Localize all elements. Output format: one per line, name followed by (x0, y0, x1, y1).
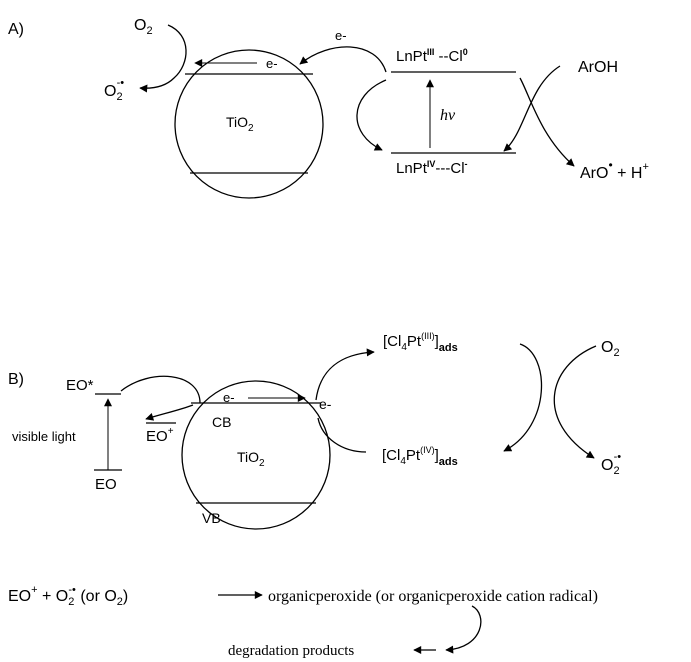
pt4-complex-label-a: LnPtIV---Cl- (396, 159, 468, 177)
superoxide-label-a: O2-• (104, 77, 124, 103)
aro-product-label-a: ArO• + H+ (580, 158, 649, 182)
cb-label: CB (212, 414, 231, 430)
electron-top-label-a: e- (335, 28, 347, 43)
pt3-to-pt4-loop-arrow-a (356, 79, 387, 151)
panel-a-label: A) (8, 21, 24, 38)
electron-right-label-b: e- (319, 396, 332, 412)
tio2-label-a: TiO2 (226, 114, 254, 134)
hv-label-a: hν (440, 107, 456, 124)
aro-formation-arrow-a (519, 77, 575, 167)
eo-excited-label: EO* (66, 377, 94, 394)
equation-product: organicperoxide (or organicperoxide cati… (268, 588, 598, 605)
equation-reactants: EO+ + O2-• (or O2) (8, 584, 128, 608)
o2-label-b: O2 (601, 339, 620, 359)
tio2-particle-b (181, 380, 331, 530)
pt3-complex-label-a: LnPtIII --Cl0 (396, 47, 468, 65)
degradation-products-label: degradation products (228, 643, 354, 659)
visible-light-label: visible light (12, 429, 76, 444)
electron-injection-arrow-a (299, 46, 387, 73)
electron-band-label-b: e- (223, 390, 235, 405)
aroh-to-pt-arrow-a (503, 65, 561, 152)
tio2-particle-a (174, 49, 324, 199)
eo-ground-label: EO (95, 476, 117, 493)
o2-label-a: O2 (134, 17, 153, 37)
electron-band-label-a: e- (266, 56, 278, 71)
electron-to-pt-arrow-b (315, 348, 375, 401)
panel-b-label: B) (8, 371, 24, 388)
degradation-hook-arrow (445, 605, 482, 654)
pt3-adsorbed-label-b: [Cl4Pt(III)]ads (383, 331, 458, 354)
pt4-adsorbed-label-b: [Cl4Pt(IV)]ads (382, 445, 458, 468)
aroh-label-a: ArOH (578, 59, 618, 76)
oxygen-reduction-arrow-b (553, 345, 597, 459)
eo-cation-label: EO+ (146, 426, 174, 445)
tio2-label-b: TiO2 (237, 449, 265, 469)
superoxide-label-b: O2-• (601, 451, 621, 477)
oxygen-reduction-arrow-a (139, 24, 187, 93)
pt4-reduction-curve-b (317, 417, 367, 453)
vb-label: VB (202, 510, 221, 526)
eo-cation-arrow (145, 404, 194, 421)
dye-injection-arc (120, 375, 201, 404)
pt3-to-pt4-arrow-b (503, 343, 543, 452)
